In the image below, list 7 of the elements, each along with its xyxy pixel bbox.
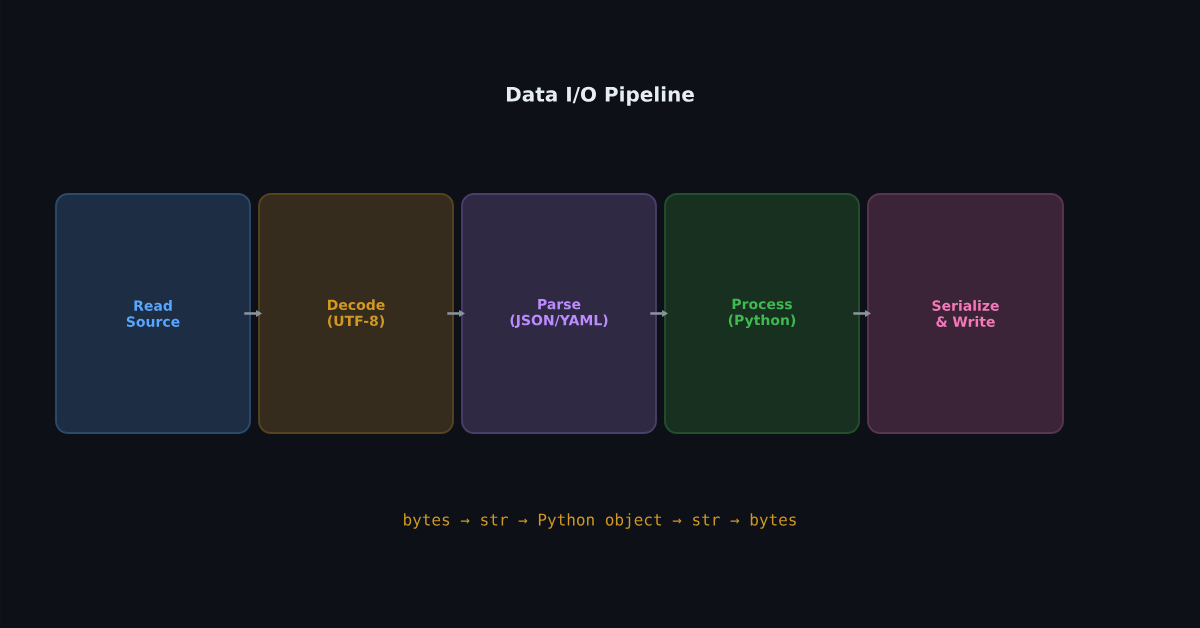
process-box: Decode (UTF-8) bbox=[258, 193, 454, 434]
process-box: Parse (JSON/YAML) bbox=[461, 193, 657, 434]
process-box: Read Source bbox=[55, 193, 251, 434]
note-text: bytes → str → Python object → str → bytes bbox=[404, 513, 796, 529]
title: Data I/O Pipeline bbox=[507, 86, 694, 106]
process-box: Serialize & Write bbox=[867, 193, 1064, 434]
process-box: Process (Python) bbox=[664, 193, 860, 434]
